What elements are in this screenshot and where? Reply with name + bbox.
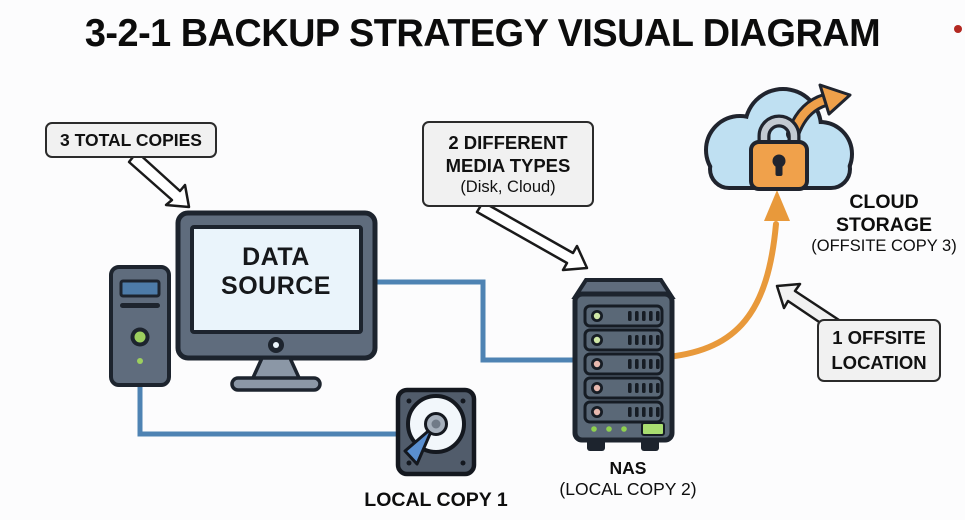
callout-total-copies-label: 3 TOTAL COPIES — [60, 129, 202, 150]
callout-media-types-line2: MEDIA TYPES — [445, 154, 571, 176]
page-title: 3-2-1 BACKUP STRATEGY VISUAL DIAGRAM — [84, 12, 881, 55]
callout-total-copies: 3 TOTAL COPIES — [45, 122, 217, 158]
padlock-icon — [749, 114, 809, 191]
callout-arrow-media-types — [475, 200, 589, 272]
data-source-label: DATA SOURCE — [221, 243, 331, 300]
monitor-screen — [190, 225, 363, 334]
nas-leds — [591, 310, 603, 418]
nas-label: NAS (LOCAL COPY 2) — [553, 458, 703, 500]
callout-media-types-line1: 2 DIFFERENT — [448, 131, 568, 153]
nas-power-switch — [641, 422, 665, 436]
callout-offsite-line2: LOCATION — [831, 351, 927, 373]
power-button — [134, 331, 146, 343]
disk-arm — [403, 425, 435, 466]
computer-tower — [109, 265, 171, 387]
nas-sublabel: (LOCAL COPY 2) — [559, 479, 697, 499]
callout-offsite: 1 OFFSITE LOCATION — [817, 319, 941, 382]
cloud-storage-label: CLOUD STORAGE (OFFSITE COPY 3) — [800, 191, 965, 256]
monitor — [175, 210, 378, 392]
nas-vents — [628, 311, 660, 417]
cloud-storage-sublabel: (OFFSITE COPY 3) — [811, 237, 957, 255]
connector-tower-to-disk — [137, 380, 400, 437]
nas-status-lights — [591, 422, 665, 436]
callout-offsite-line1: 1 OFFSITE — [832, 327, 926, 349]
monitor-base — [230, 376, 322, 392]
local-copy-1-label: LOCAL COPY 1 — [364, 489, 508, 511]
power-led — [137, 358, 143, 364]
drive-bay — [119, 279, 161, 298]
nas-name: NAS — [609, 458, 647, 478]
red-dot-marker — [954, 25, 962, 33]
nas-server — [571, 278, 676, 451]
callout-media-types-line3: (Disk, Cloud) — [460, 177, 556, 196]
connector-monitor-to-nas — [370, 279, 578, 363]
nas-bays — [583, 304, 664, 424]
callout-arrow-total-copies — [127, 150, 191, 209]
callout-media-types: 2 DIFFERENT MEDIA TYPES (Disk, Cloud) — [422, 121, 594, 207]
upload-arrow-icon — [665, 190, 790, 360]
cloud-storage-name: CLOUD STORAGE — [835, 191, 933, 236]
hard-drive — [395, 387, 477, 477]
